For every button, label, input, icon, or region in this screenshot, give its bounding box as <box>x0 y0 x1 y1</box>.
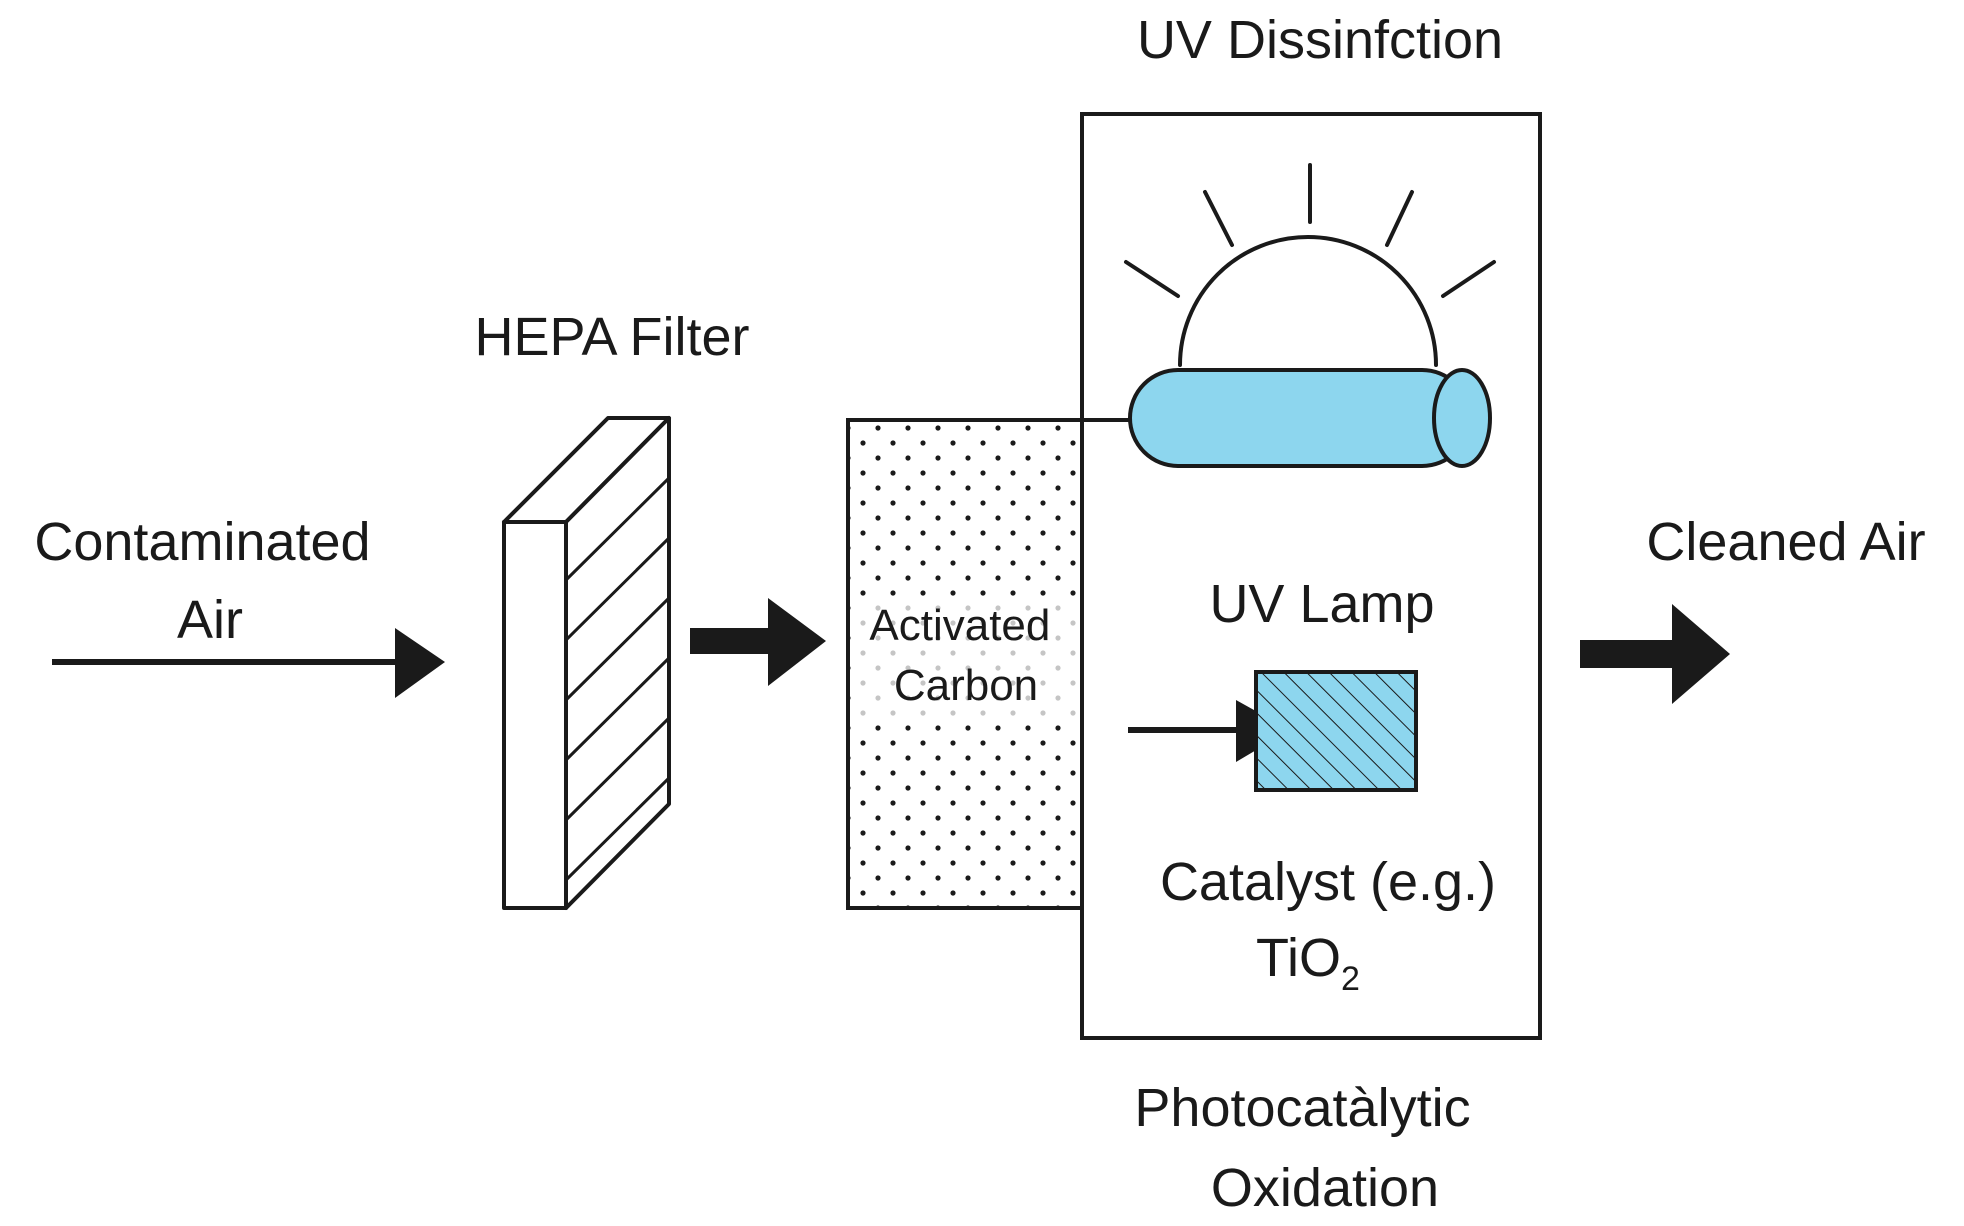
activated-carbon-label-line2: Carbon <box>894 661 1038 710</box>
uv-lamp-tube-icon <box>1082 368 1492 468</box>
catalyst-label: Catalyst (e.g.) <box>1160 852 1496 912</box>
output-arrow-icon <box>1580 604 1730 704</box>
catalyst-formula: TiO2 <box>1256 928 1360 998</box>
uv-chamber-box <box>1080 112 1542 1040</box>
contaminated-air-label: Contaminated Air <box>34 512 385 650</box>
contaminated-air-label-line2: Air <box>177 590 243 650</box>
pco-label: Photocatàlytic Oxidation <box>1134 1078 1485 1218</box>
activated-carbon-label-line1: Activated <box>869 601 1050 650</box>
cleaned-air-label: Cleaned Air <box>1646 512 1925 572</box>
activated-carbon-label: Activated Carbon <box>869 601 1062 710</box>
catalyst-formula-subscript: 2 <box>1341 960 1360 998</box>
input-arrow-icon <box>52 628 445 698</box>
uv-disinfection-label: UV Dissinfction <box>1137 10 1503 70</box>
hepa-to-carbon-arrow-icon <box>690 598 826 686</box>
pco-label-line1: Photocatàlytic <box>1134 1078 1470 1138</box>
catalyst-plate-icon <box>1254 670 1418 792</box>
sun-rays-icon <box>1124 163 1496 367</box>
catalyst-formula-base: TiO <box>1256 928 1341 988</box>
hepa-filter-label: HEPA Filter <box>474 307 749 367</box>
uv-lamp-label: UV Lamp <box>1209 574 1434 634</box>
pco-label-line2: Oxidation <box>1211 1158 1439 1218</box>
contaminated-air-label-line1: Contaminated <box>34 512 370 572</box>
hepa-filter-icon <box>502 416 671 910</box>
activated-carbon-panel <box>846 418 1084 910</box>
